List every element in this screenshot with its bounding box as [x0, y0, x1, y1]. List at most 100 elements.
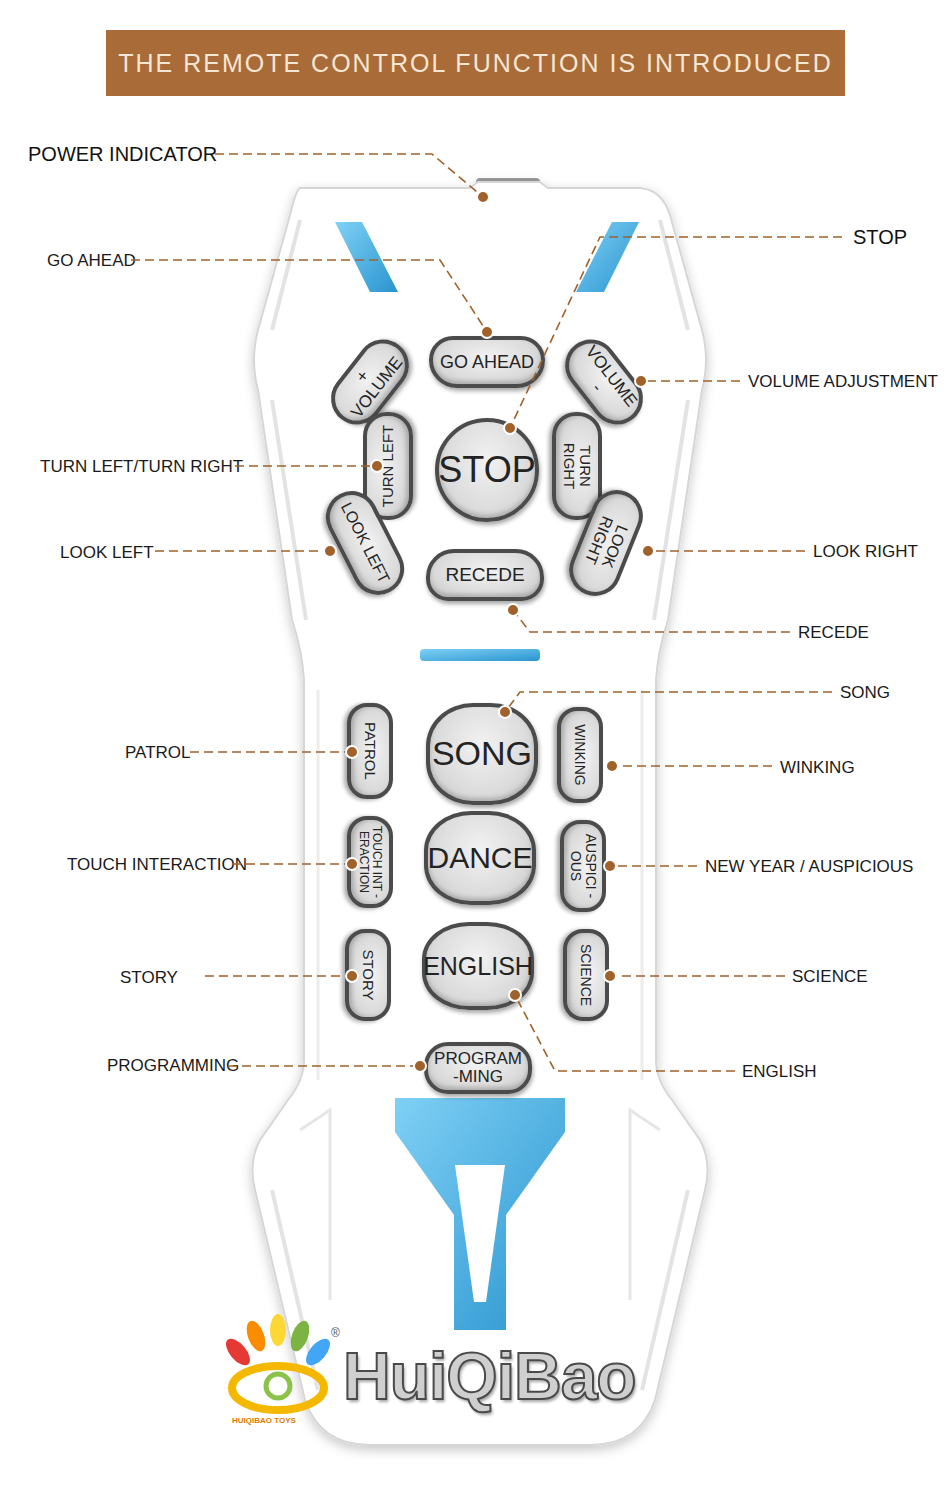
callout-label: NEW YEAR / AUSPICIOUS — [705, 858, 913, 875]
callout-label: SCIENCE — [792, 968, 868, 985]
leader-dot — [346, 858, 358, 870]
button-label: STOP — [438, 451, 535, 489]
leader-line — [232, 863, 352, 865]
leader-dot — [606, 760, 618, 772]
remote-body — [252, 182, 707, 1445]
button-label: PROGRAM -MING — [432, 1050, 524, 1086]
blue-accent — [576, 222, 639, 292]
leader-line — [612, 765, 772, 767]
callout-label: GO AHEAD — [47, 252, 136, 269]
edge-groove — [630, 1110, 660, 1300]
leader-line — [610, 975, 785, 977]
leader-dot — [481, 326, 493, 338]
leader-dot — [477, 191, 489, 203]
edge-groove — [272, 400, 306, 620]
remote-button: AUSPICI -OUS — [560, 820, 606, 912]
remote-button: STOP — [435, 418, 539, 522]
callout-label: POWER INDICATOR — [28, 144, 217, 164]
button-label: DANCE — [428, 842, 533, 874]
button-label: PATROL — [362, 722, 378, 780]
callout-label: RECEDE — [798, 624, 869, 641]
remote-button: SCIENCE — [563, 929, 609, 1021]
remote-button: TOUCH INT -ERACTION — [347, 816, 393, 908]
leader-dot — [346, 970, 358, 982]
leader-dot — [324, 545, 336, 557]
edge-groove — [660, 220, 688, 330]
remote-button: ENGLISH — [422, 922, 534, 1010]
leader-line — [510, 237, 842, 428]
button-label: WINKING — [573, 724, 588, 785]
leader-line — [641, 380, 740, 382]
remote-button: GO AHEAD — [429, 336, 545, 388]
button-label: TOUCH INT -ERACTION — [357, 824, 382, 900]
trademark-mark: ® — [331, 1327, 340, 1339]
edge-groove — [317, 690, 320, 1080]
leader-line — [610, 865, 697, 867]
callout-label: LOOK LEFT — [60, 544, 154, 561]
callout-label: STORY — [120, 969, 178, 986]
blue-accent — [420, 649, 540, 661]
leader-dot — [604, 860, 616, 872]
button-label: GO AHEAD — [440, 353, 534, 372]
leader-dot — [414, 1060, 426, 1072]
callout-label: LOOK RIGHT — [813, 543, 918, 560]
edge-groove — [654, 400, 688, 620]
remote-button: RECEDE — [426, 549, 544, 601]
callout-label: PATROL — [125, 744, 191, 761]
leader-line — [515, 995, 735, 1071]
leader-line — [131, 260, 487, 332]
brand-logo-icon — [222, 1314, 335, 1410]
leader-line — [648, 550, 805, 552]
leader-line — [505, 692, 832, 712]
edge-groove — [272, 220, 300, 330]
leader-dot — [604, 970, 616, 982]
leader-line — [235, 465, 377, 467]
callout-label: STOP — [853, 227, 907, 247]
brand-wordmark: HuiQiBao — [343, 1343, 636, 1409]
brand-subtitle: HUIQIBAO TOYS — [232, 1417, 296, 1425]
button-label: TURN RIGHT — [561, 420, 593, 512]
blue-chevron — [395, 1098, 565, 1330]
chevron-cutout — [455, 1165, 505, 1302]
leader-dot — [635, 375, 647, 387]
button-label: AUSPICI -OUS — [568, 828, 597, 904]
leader-line — [155, 550, 330, 552]
button-label: STORY — [360, 949, 376, 1000]
edge-groove — [300, 1110, 330, 1300]
blue-accent — [335, 222, 398, 292]
button-label: + VOLUME — [332, 340, 408, 423]
edge-groove — [641, 690, 644, 1080]
button-label: SONG — [432, 736, 532, 772]
callout-label: PROGRAMMING — [107, 1057, 239, 1074]
edge-groove — [642, 1190, 688, 1390]
leader-line — [228, 1065, 420, 1067]
remote-button: PATROL — [347, 703, 393, 799]
callout-label: VOLUME ADJUSTMENT — [748, 373, 938, 390]
leader-dot — [499, 706, 511, 718]
leader-line — [215, 154, 483, 197]
leader-dot — [504, 422, 516, 434]
leader-dot — [371, 460, 383, 472]
callout-label: ENGLISH — [742, 1063, 817, 1080]
button-label: ENGLISH — [423, 953, 533, 979]
remote-button: PROGRAM -MING — [424, 1042, 532, 1094]
callout-label: TURN LEFT/TURN RIGHT — [40, 458, 243, 475]
remote-button: STORY — [345, 929, 391, 1021]
remote-button: SONG — [426, 703, 538, 805]
leader-dot — [642, 545, 654, 557]
button-label: TURN LEFT — [380, 425, 396, 508]
button-label: SCIENCE — [579, 944, 594, 1006]
leader-dot — [346, 746, 358, 758]
remote-button: WINKING — [557, 707, 603, 803]
callout-label: TOUCH INTERACTION — [67, 856, 247, 873]
leader-line — [190, 751, 352, 753]
title-text: THE REMOTE CONTROL FUNCTION IS INTRODUCE… — [118, 49, 832, 78]
leader-dot — [509, 989, 521, 1001]
remote-button: DANCE — [424, 811, 536, 905]
callout-label: SONG — [840, 684, 890, 701]
leader-line — [205, 975, 352, 977]
leader-line — [513, 610, 790, 632]
callout-label: WINKING — [780, 759, 855, 776]
title-banner: THE REMOTE CONTROL FUNCTION IS INTRODUCE… — [106, 30, 845, 96]
